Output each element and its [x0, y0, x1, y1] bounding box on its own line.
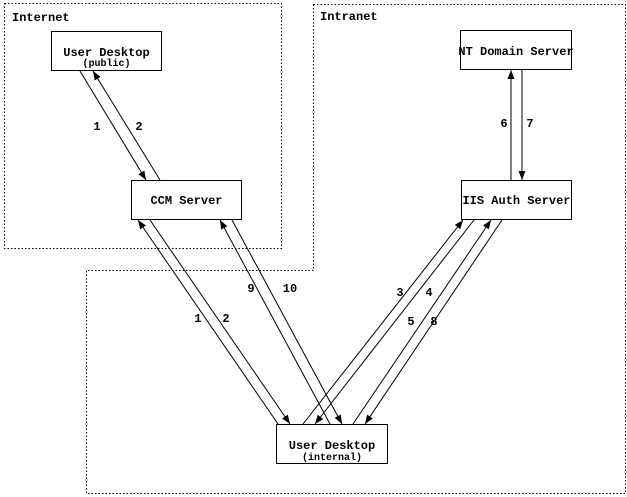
- edge-step1-public-to-ccm: [79, 70, 147, 181]
- edge-label-step2-internal: 2: [222, 312, 229, 326]
- node-iis-auth-server: IIS Auth Server: [461, 180, 572, 220]
- user-desktop-internal-box: [276, 424, 388, 464]
- edge-label-step8: 8: [430, 315, 437, 329]
- edge-label-step7: 7: [526, 117, 533, 131]
- zone-internet: Internet: [4, 3, 282, 249]
- iis-auth-server-box: [461, 180, 572, 220]
- internet-zone-label: Internet: [12, 11, 70, 25]
- nt-domain-server-label: NT Domain Server: [458, 45, 573, 59]
- intranet-zone-label: Intranet: [320, 10, 378, 24]
- edge-labels: 1 2 1 2 3 4 5 8 6 7 9 10: [93, 117, 533, 329]
- ccm-server-label: CCM Server: [150, 194, 222, 208]
- ccm-server-box: [131, 180, 242, 220]
- node-nt-domain-server: NT Domain Server: [458, 30, 574, 70]
- edge-label-step4: 4: [425, 286, 432, 300]
- node-user-desktop-internal: User Desktop (internal): [276, 424, 388, 464]
- edge-step5-internal-to-iis: [352, 219, 492, 425]
- edge-label-step9: 9: [247, 282, 254, 296]
- edge-label-step5: 5: [407, 315, 414, 329]
- intranet-zone-border: [86, 4, 626, 494]
- edge-step10-ccm-to-internal: [231, 219, 343, 425]
- user-desktop-internal-sublabel: (internal): [302, 452, 362, 464]
- edge-label-step6: 6: [500, 117, 507, 131]
- edge-label-step3: 3: [396, 286, 403, 300]
- edge-label-step1-public: 1: [93, 120, 100, 134]
- node-user-desktop-public: User Desktop (public): [51, 31, 162, 71]
- nt-domain-server-box: [460, 30, 572, 70]
- edge-label-step10: 10: [283, 282, 297, 296]
- zone-intranet: Intranet: [86, 4, 626, 494]
- edge-step2-ccm-to-internal: [149, 219, 291, 425]
- edge-step2-ccm-to-public: [92, 70, 161, 181]
- edge-step9-internal-to-ccm: [219, 219, 331, 425]
- edge-label-step2-public: 2: [135, 120, 142, 134]
- edge-label-step1-internal: 1: [194, 312, 201, 326]
- iis-auth-server-label: IIS Auth Server: [462, 194, 570, 208]
- internet-zone-border: [4, 3, 282, 249]
- user-desktop-public-sublabel: (public): [82, 58, 130, 70]
- edge-step3-internal-to-iis: [302, 219, 464, 425]
- edge-step4-iis-to-internal: [314, 219, 475, 425]
- user-desktop-internal-label: User Desktop: [289, 439, 375, 453]
- node-ccm-server: CCM Server: [131, 180, 242, 220]
- edges: [79, 70, 526, 425]
- user-desktop-public-label: User Desktop: [63, 46, 149, 60]
- user-desktop-public-box: [51, 31, 162, 71]
- edge-step1-internal-to-ccm: [137, 219, 279, 425]
- edge-step8-iis-to-internal: [364, 219, 503, 425]
